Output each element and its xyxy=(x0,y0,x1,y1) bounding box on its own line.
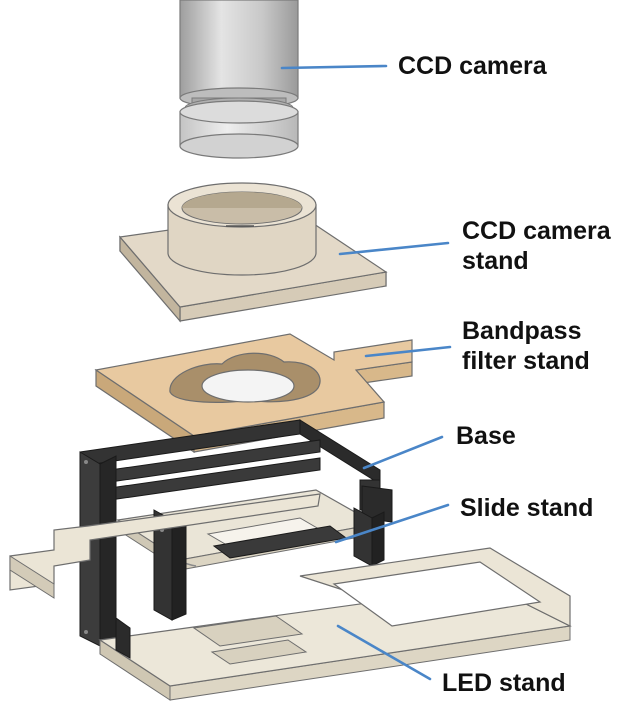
label-line: Bandpass xyxy=(462,317,582,345)
ccd-camera-part xyxy=(179,0,299,159)
leader-line-ccd-camera-stand xyxy=(338,241,450,256)
label-ccd-camera: CCD camera xyxy=(398,51,547,81)
label-line: filter stand xyxy=(462,347,590,375)
label-ccd-camera-stand: CCD camera stand xyxy=(462,216,611,276)
label-line: stand xyxy=(462,247,529,275)
leader-line-slide-stand xyxy=(334,503,450,544)
label-base: Base xyxy=(456,421,516,451)
label-line: Base xyxy=(456,422,516,450)
label-line: Slide stand xyxy=(460,494,594,522)
leader-line-base xyxy=(362,435,444,470)
leader-line-bandpass-filter-stand xyxy=(364,345,452,358)
label-line: CCD camera xyxy=(398,52,547,80)
label-line: CCD camera xyxy=(462,217,611,245)
base-front-part xyxy=(84,460,385,634)
label-slide-stand: Slide stand xyxy=(460,493,593,523)
label-led-stand: LED stand xyxy=(442,668,566,698)
label-bandpass-filter-stand: Bandpass filter stand xyxy=(462,316,590,376)
leader-lines xyxy=(280,64,452,681)
base-part xyxy=(79,419,393,647)
ccd-camera-stand-part xyxy=(118,182,388,323)
leader-line-led-stand xyxy=(336,624,432,681)
label-line: LED stand xyxy=(442,669,566,697)
leader-line-ccd-camera xyxy=(280,64,388,70)
led-stand-part xyxy=(9,493,572,701)
